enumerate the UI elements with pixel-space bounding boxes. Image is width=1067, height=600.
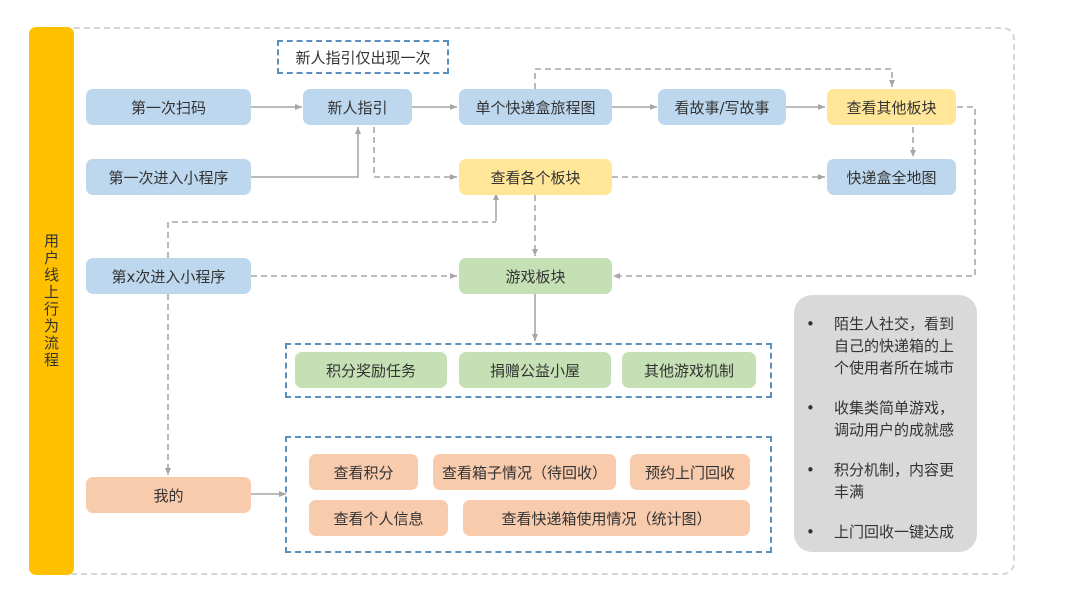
node-story[interactable]: 看故事/写故事 [658,89,786,125]
arrow-other-to-game [613,106,976,279]
node-view-box-status[interactable]: 查看箱子情况（待回收） [433,454,616,490]
feature-note-text: 收集类简单游戏，调动用户的成就感 [834,399,955,439]
node-single-journey[interactable]: 单个快递盒旅程图 [459,89,612,125]
bullet-icon: • [806,315,815,333]
feature-note-text: 上门回收一键达成 [834,523,955,541]
node-label: 新人指引 [327,98,388,117]
node-label: 积分奖励任务 [325,361,416,380]
node-label: 捐赠公益小屋 [489,361,580,380]
feature-note-text: 陌生人社交，看到自己的快递箱的上个使用者所在城市 [834,315,955,377]
arrow-enter-to-guide [251,127,361,178]
feature-note-item: • 陌生人社交，看到自己的快递箱的上个使用者所在城市 [806,313,963,379]
game-group [285,343,772,398]
node-book-pickup[interactable]: 预约上门回收 [630,454,750,490]
flow-title: 用户线上行为流程 [42,233,60,369]
bullet-icon: • [806,523,815,541]
node-label: 单个快递盒旅程图 [475,98,596,117]
note-guide-once: 新人指引仅出现一次 [277,40,449,74]
bullet-icon: • [806,399,815,417]
node-label: 查看积分 [333,463,394,482]
node-label: 看故事/写故事 [674,98,770,117]
node-full-map[interactable]: 快递盒全地图 [827,159,956,195]
node-label: 查看其他板块 [846,98,937,117]
node-label: 第x次进入小程序 [111,267,226,286]
mine-group [285,436,772,553]
node-label: 查看个人信息 [333,509,424,528]
feature-note-item: • 上门回收一键达成 [806,521,963,543]
node-label: 查看箱子情况（待回收） [441,463,607,482]
flow-title-bar: 用户线上行为流程 [29,27,74,575]
node-view-profile[interactable]: 查看个人信息 [309,500,448,536]
node-label: 第一次扫码 [130,98,206,117]
node-view-sections[interactable]: 查看各个板块 [459,159,612,195]
node-donate-house[interactable]: 捐赠公益小屋 [459,352,611,388]
note-text: 新人指引仅出现一次 [295,48,431,67]
node-other-games[interactable]: 其他游戏机制 [622,352,756,388]
node-nth-enter[interactable]: 第x次进入小程序 [86,258,251,294]
feature-note-item: • 积分机制，内容更丰满 [806,459,963,503]
node-label: 其他游戏机制 [643,361,734,380]
bullet-icon: • [806,461,815,479]
node-first-enter[interactable]: 第一次进入小程序 [86,159,251,195]
node-label: 我的 [153,486,184,505]
node-label: 快递盒全地图 [846,168,937,187]
arrow-journey-to-other [534,68,895,89]
node-other-sections[interactable]: 查看其他板块 [827,89,956,125]
node-first-scan[interactable]: 第一次扫码 [86,89,251,125]
node-newbie-guide[interactable]: 新人指引 [303,89,412,125]
node-label: 查看快递箱使用情况（统计图） [501,509,712,528]
node-label: 第一次进入小程序 [108,168,229,187]
node-view-points[interactable]: 查看积分 [309,454,418,490]
node-label: 查看各个板块 [490,168,581,187]
feature-note-item: • 收集类简单游戏，调动用户的成就感 [806,397,963,441]
node-label: 游戏板块 [505,267,566,286]
node-view-usage-stats[interactable]: 查看快递箱使用情况（统计图） [463,500,750,536]
arrow-nth-up [167,221,496,258]
node-mine[interactable]: 我的 [86,477,251,513]
feature-note-text: 积分机制，内容更丰满 [834,461,955,501]
node-game-section[interactable]: 游戏板块 [459,258,612,294]
arrow-guide-to-sections [373,127,457,180]
feature-notes: • 陌生人社交，看到自己的快递箱的上个使用者所在城市 • 收集类简单游戏，调动用户的… [794,295,977,552]
node-label: 预约上门回收 [644,463,735,482]
node-points-task[interactable]: 积分奖励任务 [295,352,447,388]
